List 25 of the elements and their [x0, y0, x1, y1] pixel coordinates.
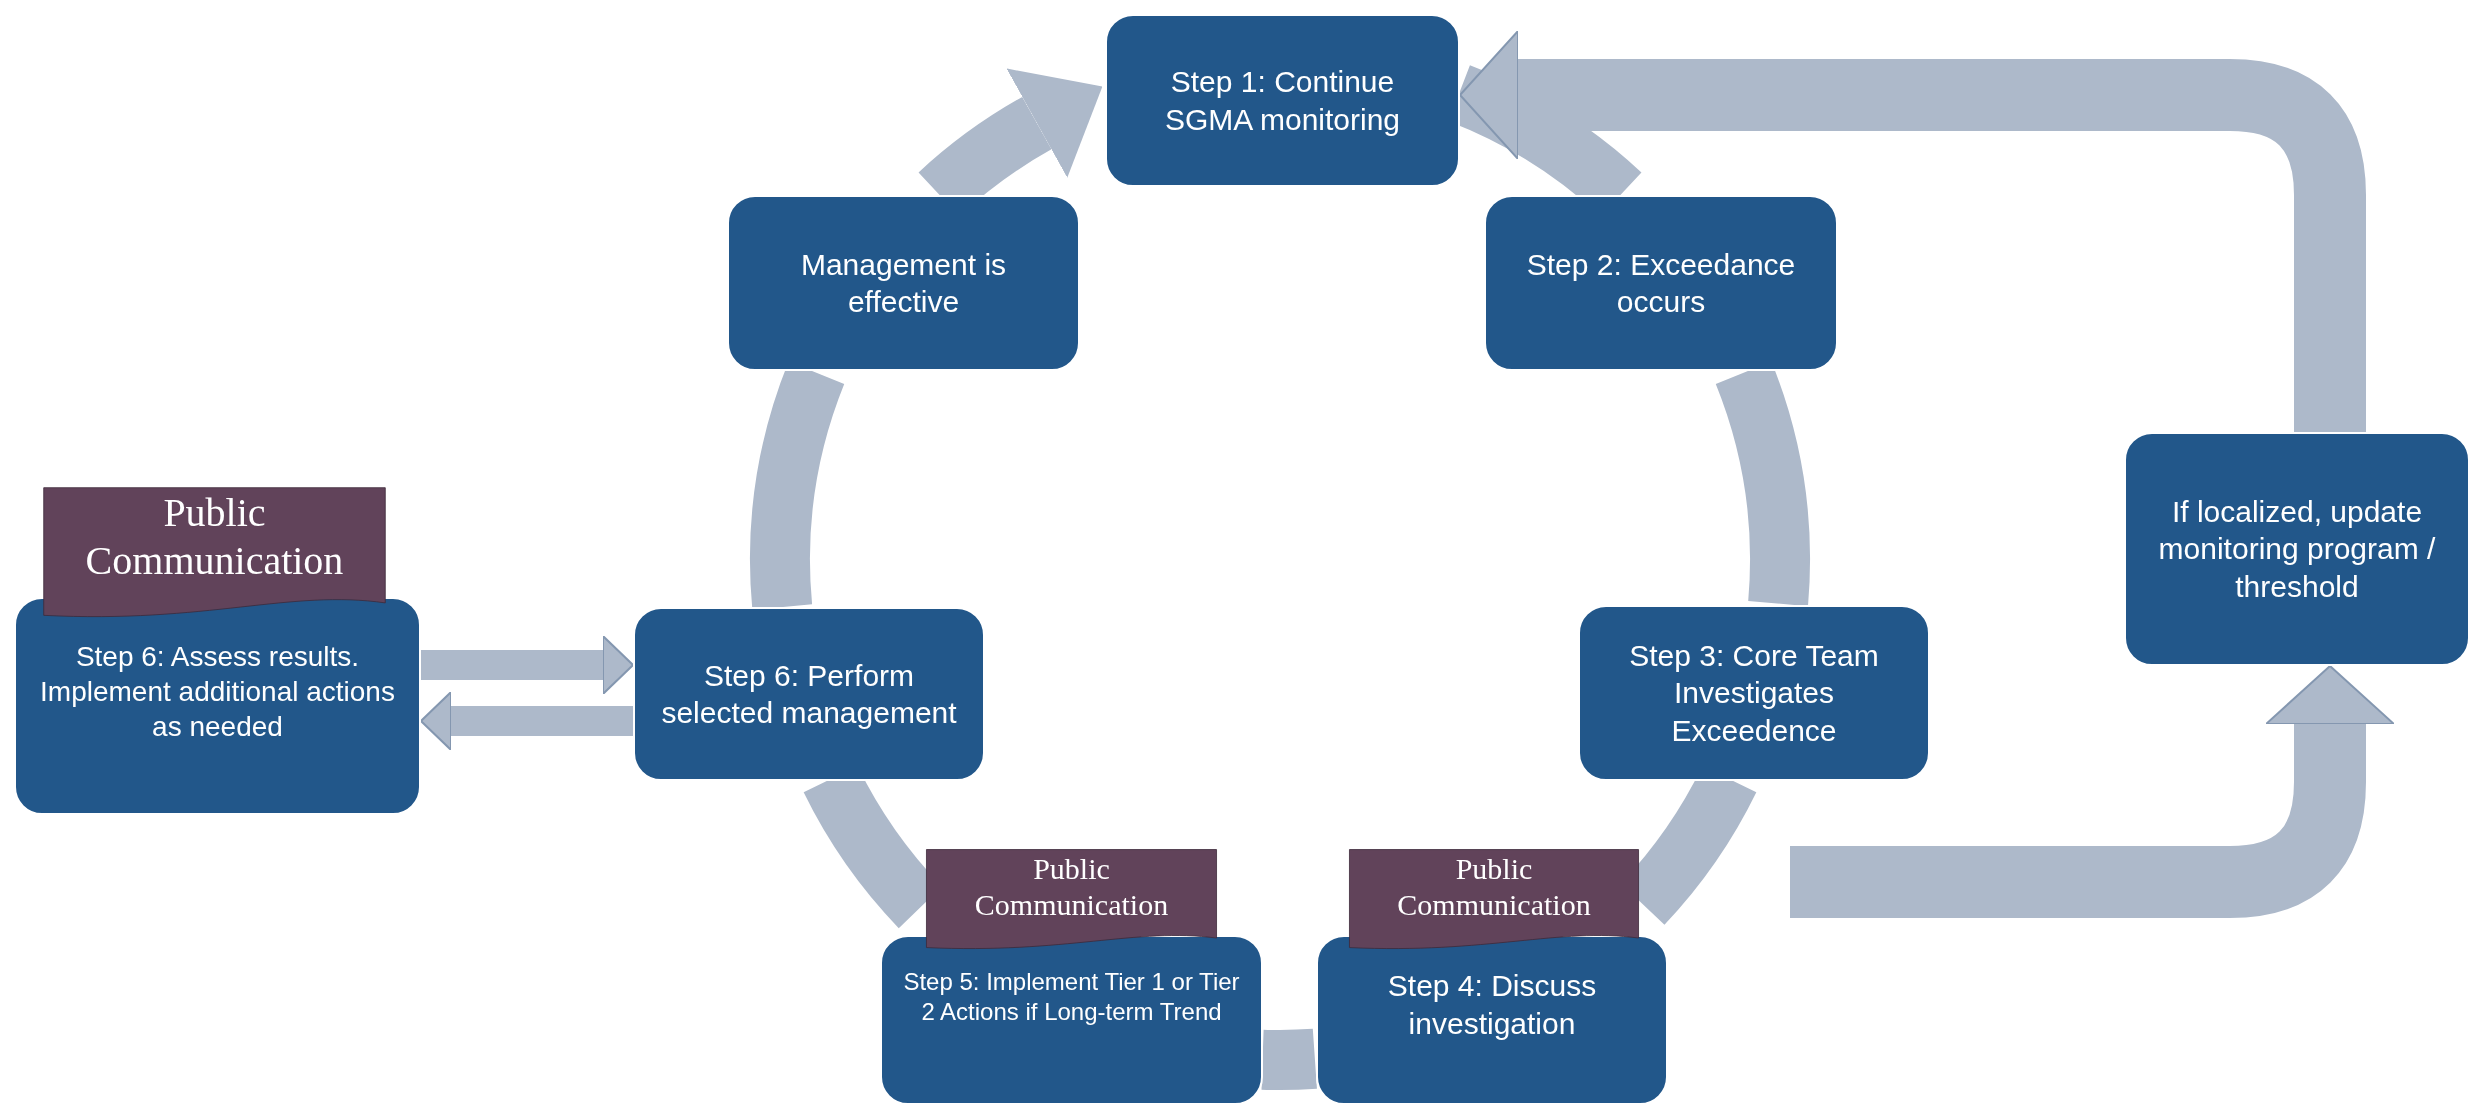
- step-box: [880, 935, 1263, 1105]
- banner-label: Public Communication: [1396, 851, 1592, 923]
- step-label: Management is effective: [799, 246, 1008, 320]
- block-arrow: [1459, 30, 2366, 432]
- step-box: [1105, 14, 1460, 187]
- step-label: Step 6: Assess results. Implement additional actions as needed: [39, 640, 396, 744]
- step-label: Step 1: Continue SGMA monitoring: [1163, 64, 1402, 138]
- step-box: [1484, 195, 1838, 371]
- block-arrow: [1790, 665, 2395, 918]
- step-label: Step 2: Exceedance occurs: [1525, 246, 1797, 320]
- step-box: [727, 195, 1080, 371]
- step-box: [633, 607, 985, 781]
- step-box: [2124, 432, 2470, 666]
- step-box: [1578, 605, 1930, 781]
- block-arrow: [421, 635, 634, 695]
- step-label: Step 5: Implement Tier 1 or Tier 2 Actions if Long-term Trend: [902, 967, 1241, 1027]
- step-label: If localized, update monitoring program / threshold: [2157, 493, 2437, 605]
- banner-label: Public Communication: [84, 489, 345, 585]
- step-label: Step 4: Discuss investigation: [1386, 968, 1598, 1042]
- block-arrow: [420, 691, 633, 751]
- step-box: [1316, 935, 1668, 1105]
- banner-label: Public Communication: [973, 851, 1170, 923]
- step-box: [14, 597, 421, 815]
- step-label: Step 3: Core Team Investigates Exceedence: [1628, 637, 1880, 749]
- step-label: Step 6: Perform selected management: [660, 657, 958, 731]
